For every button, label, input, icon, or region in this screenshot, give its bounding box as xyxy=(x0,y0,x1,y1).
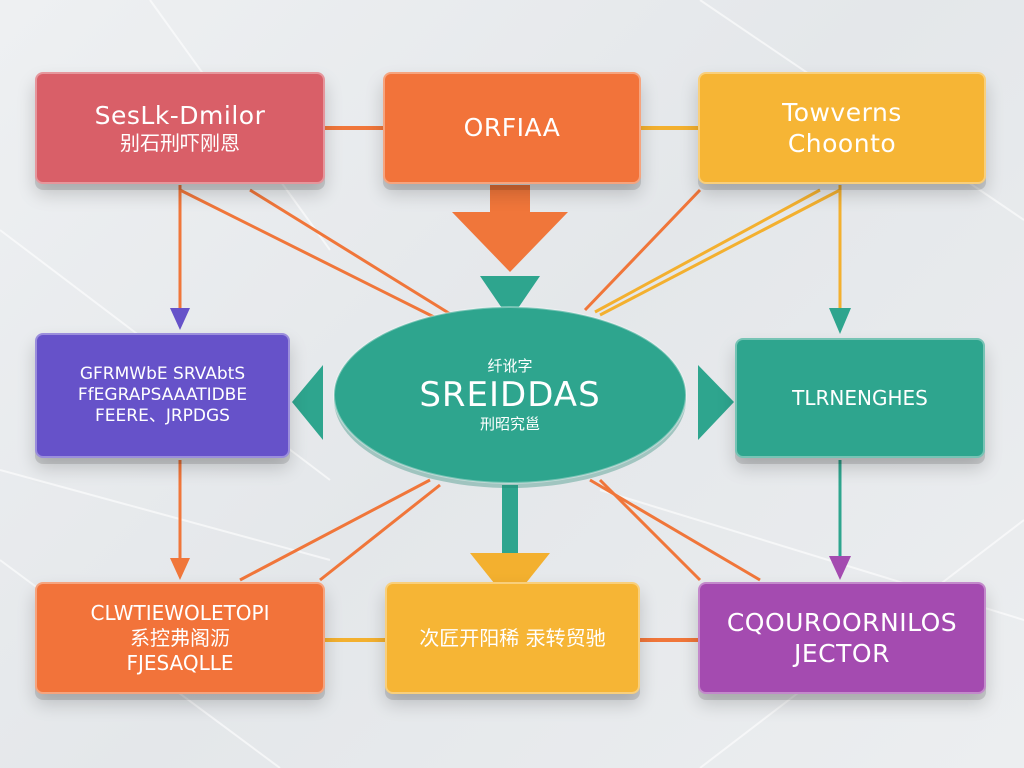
node-center[interactable]: 纤讹字 SREIDDAS 刑昭究邕 xyxy=(330,300,690,490)
node-top-right[interactable]: Towverns Choonto xyxy=(698,72,986,184)
node-center-line1: 纤讹字 xyxy=(487,356,533,375)
node-mid-left-line1: GFRMWbE SRVAbtS xyxy=(79,363,246,384)
node-top-left[interactable]: SesLk-Dmilor 别石刑吓刚恩 xyxy=(35,72,325,184)
arrowhead-right-top-mid xyxy=(829,308,851,334)
node-mid-left[interactable]: GFRMWbE SRVAbtS FfEGRAPSAAATIDBE FEERE、J… xyxy=(35,333,290,458)
node-top-right-title: Towverns xyxy=(782,97,902,127)
node-bottom-left-line3: FJESAQLLE xyxy=(126,650,234,675)
node-bottom-right[interactable]: CQOUROORNILOS JECTOR xyxy=(698,582,986,694)
node-bottom-left-line2: 系控弗阁沥 xyxy=(130,625,230,650)
arrowhead-left-top-mid xyxy=(170,308,190,330)
node-center-title: SREIDDAS xyxy=(419,374,601,415)
node-top-center-title: ORFIAA xyxy=(463,113,561,143)
arrowhead-right-mid-bottom xyxy=(829,556,851,580)
node-bottom-left[interactable]: CLWTIEWOLETOPI 系控弗阁沥 FJESAQLLE xyxy=(35,582,325,694)
node-bottom-center[interactable]: 次匠开阳稀 汞转贸驰 xyxy=(385,582,640,694)
node-mid-right-title: TLRNENGHES xyxy=(792,385,928,410)
arrowhead-center-bottom xyxy=(470,553,550,603)
node-bottom-right-title: CQOUROORNILOS xyxy=(726,607,958,637)
node-top-right-subtitle: Choonto xyxy=(787,129,897,158)
node-center-line3: 刑昭究邕 xyxy=(479,415,540,434)
arrowhead-center-top xyxy=(480,276,540,320)
arrowhead-center-right xyxy=(698,365,734,440)
node-mid-left-line2: FfEGRAPSAAATIDBE xyxy=(77,384,248,405)
arrowhead-left-mid-bottom xyxy=(170,558,190,580)
connector-center-bottom xyxy=(502,485,518,555)
diagonal-connectors xyxy=(179,188,841,582)
arrow-top-center-head xyxy=(452,212,568,272)
node-top-left-title: SesLk-Dmilor xyxy=(94,100,266,130)
node-bottom-left-line1: CLWTIEWOLETOPI xyxy=(90,600,270,625)
node-mid-right[interactable]: TLRNENGHES xyxy=(735,338,985,458)
arrow-top-center-shaft xyxy=(490,185,530,213)
node-top-left-subtitle: 别石刑吓刚恩 xyxy=(120,131,240,156)
node-bottom-center-title: 次匠开阳稀 汞转贸驰 xyxy=(419,625,606,650)
node-top-center[interactable]: ORFIAA xyxy=(383,72,641,184)
center-ellipse-shape xyxy=(333,306,687,488)
node-bottom-right-subtitle: JECTOR xyxy=(794,639,890,668)
node-mid-left-line3: FEERE、JRPDGS xyxy=(95,406,230,427)
arrowhead-center-left xyxy=(292,365,323,440)
